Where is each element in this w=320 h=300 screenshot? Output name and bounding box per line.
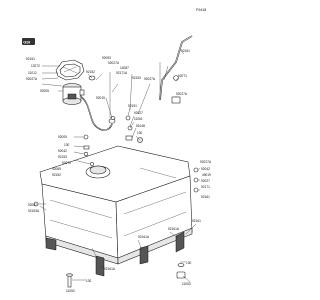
fitting-right: [193, 167, 199, 193]
callout-92161-bottom: 92161: [192, 219, 201, 223]
brand-badge: GSI: [22, 38, 35, 45]
callout-130-mid: 130: [137, 131, 143, 135]
callout-130-left: 130: [64, 143, 70, 147]
callout-92153-left: 92153: [58, 155, 67, 159]
fitting-left: [83, 134, 94, 166]
callout-92027: 92027: [134, 111, 143, 115]
callout-92161a-2: 92161A: [138, 235, 150, 239]
fuel-cap: [55, 59, 85, 81]
fuel-hose: [79, 95, 113, 131]
callout-130-bottom-right: 130: [186, 261, 192, 265]
callout-14087: 14087: [120, 66, 129, 70]
mount-bracket-side: [175, 231, 185, 253]
callout-92161-top-left: 92161: [26, 57, 35, 61]
hose-clamp-2: [108, 116, 116, 124]
callout-92005-left: 92005: [40, 89, 49, 93]
callout-92007: 92007: [28, 203, 37, 207]
callout-11061: 11061: [134, 117, 143, 121]
callout-11053-bottom-right: 11053: [182, 282, 191, 286]
callout-92027a-left: 92027A: [26, 77, 38, 81]
brand-badge-label: GSI: [23, 39, 30, 44]
callout-92152-top: 92152: [86, 70, 95, 74]
callout-92161-top-right: 92161: [181, 49, 190, 53]
callout-92153a: 92153A: [28, 209, 40, 213]
callout-92171: 92171: [201, 185, 210, 189]
callout-92153: 92153: [132, 76, 141, 80]
leader-lines: [38, 49, 201, 283]
callout-92015: 92015: [96, 96, 105, 100]
callout-92171a: 92171A: [116, 71, 128, 75]
callout-92161-right: 92161: [201, 195, 210, 199]
fuel-tank: [39, 145, 193, 265]
callout-92027a-top: 92027A: [108, 61, 120, 65]
callout-92042-left: 92042: [58, 149, 67, 153]
callout-92151: 92151: [128, 104, 137, 108]
callout-49019: 49019: [202, 173, 211, 177]
callout-11012: 11012: [28, 71, 37, 75]
callout-92027-right: 92027: [201, 179, 210, 183]
callout-92093: 92093: [102, 56, 111, 60]
callouts: 92161 13272 11012 92027A 92005 92093 921…: [26, 49, 212, 293]
parts-diagram: F0418 GSI: [22, 8, 212, 293]
callout-92075: 92075: [62, 161, 71, 165]
bolt-left: [66, 273, 73, 288]
callout-92161a-3: 92161A: [168, 227, 180, 231]
callout-92071: 92071: [178, 74, 187, 78]
fuel-pump-unit: [62, 83, 85, 105]
callout-92005-mid: 92005: [58, 135, 67, 139]
callout-92027a-right2: 92027A: [200, 160, 212, 164]
callout-92161a-1: 92161A: [104, 267, 116, 271]
callout-92027a-mid: 92027A: [144, 77, 156, 81]
callout-92042-right: 92042: [201, 167, 210, 171]
figure-code: F0418: [196, 8, 206, 12]
callout-130-bottom-left: 130: [86, 279, 92, 283]
collar-right: [176, 263, 186, 279]
callout-92027a-right: 92027A: [176, 92, 188, 96]
callout-11053-bottom-left: 11053: [66, 289, 75, 293]
mount-bracket-rear-right: [139, 245, 149, 265]
callout-92152-left: 92152: [52, 173, 61, 177]
callout-13272: 13272: [31, 64, 40, 68]
callout-51048: 51048: [136, 124, 145, 128]
callout-92069: 92069: [52, 167, 61, 171]
breather-tube: [159, 35, 193, 104]
mount-bracket-front-left: [45, 237, 57, 251]
